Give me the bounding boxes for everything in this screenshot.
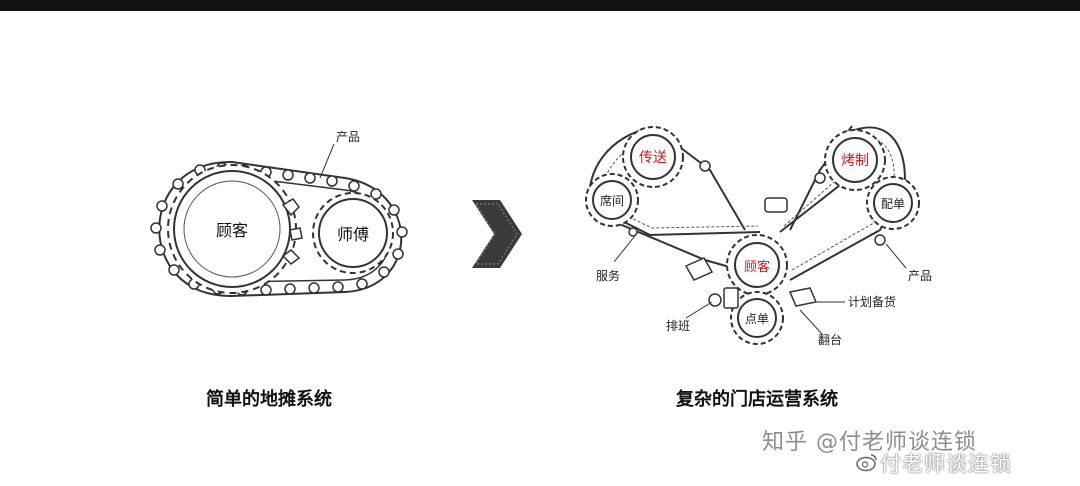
watermark-main: 知乎 @付老师谈连锁 (762, 430, 977, 455)
callout-product: 产品 (908, 269, 932, 283)
left-chain-label: 产品 (336, 130, 360, 144)
right-caption: 复杂的门店运营系统 (676, 389, 838, 410)
right-callout-leaders (613, 231, 907, 335)
gear-customer-center-label: 顾客 (744, 259, 770, 275)
gear-conveyor-label: 传送 (639, 150, 667, 166)
callout-service: 服务 (596, 268, 620, 283)
top-border-bar (0, 0, 1080, 11)
weibo-icon (856, 454, 877, 472)
watermark-sub: 付老师谈连锁 (880, 452, 1012, 476)
callout-turnover: 翻台 (818, 332, 842, 347)
right-chain-diagram: 传送 席间 顾客 点单 烤制 配单 服务 排班 翻台 计划备货 产品 (585, 125, 932, 347)
left-caption: 简单的地摊系统 (206, 389, 332, 410)
callout-plan: 计划备货 (848, 294, 896, 309)
left-sprocket-teeth (281, 198, 303, 265)
gear-seating-label: 席间 (600, 193, 624, 208)
left-gear-master (318, 198, 388, 268)
callout-schedule: 排班 (666, 319, 690, 333)
left-gear-customer-label: 顾客 (216, 221, 248, 240)
gear-dispatch-label: 配单 (881, 197, 905, 211)
transition-arrow-icon (472, 200, 522, 268)
left-gear-customer (173, 170, 291, 288)
gear-order-label: 点单 (745, 312, 769, 326)
left-gear-master-label: 师傅 (337, 225, 369, 244)
right-gears (585, 126, 920, 345)
right-tensioners (628, 160, 886, 309)
left-chain-diagram: 产品 顾客 师傅 (150, 130, 408, 298)
gear-baking-label: 烤制 (841, 153, 869, 169)
left-product-leader (319, 143, 335, 179)
